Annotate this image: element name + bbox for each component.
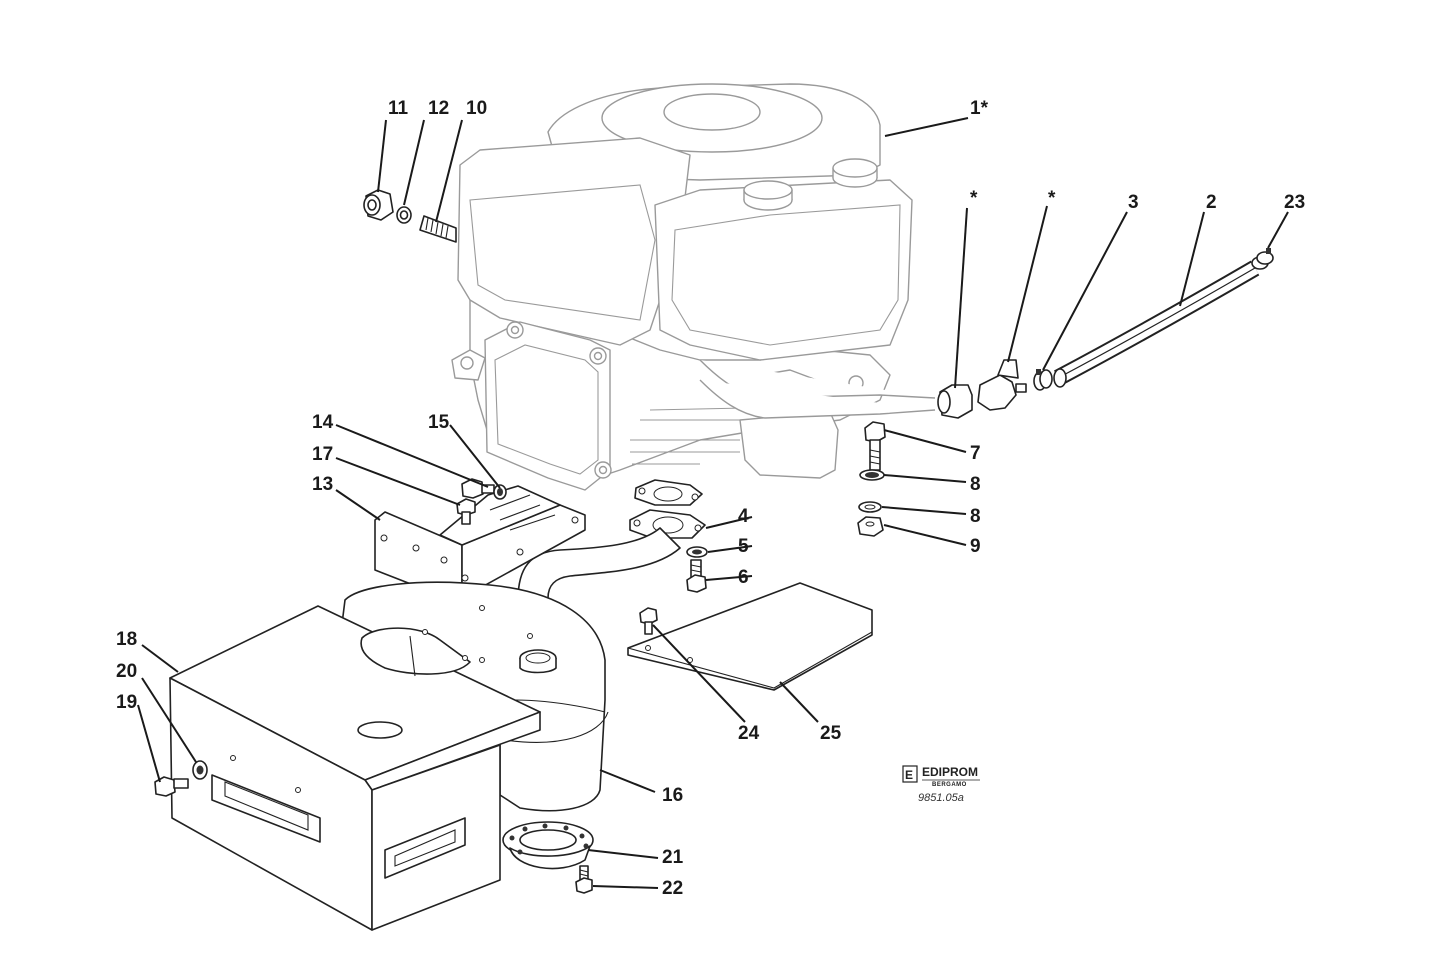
label-9: 9 — [970, 536, 981, 557]
label-1: 1* — [970, 98, 989, 119]
label-18: 18 — [116, 629, 137, 650]
drain-plug-set — [363, 189, 457, 243]
label-23: 23 — [1284, 192, 1305, 213]
nut-9 — [857, 516, 884, 537]
label-8a: 8 — [970, 474, 981, 495]
bolt-7 — [864, 421, 886, 471]
label-15: 15 — [428, 412, 450, 433]
label-3: 3 — [1128, 192, 1139, 213]
label-5: 5 — [738, 536, 749, 557]
label-7: 7 — [970, 443, 981, 464]
label-13: 13 — [312, 474, 333, 495]
label-8b: 8 — [970, 506, 981, 527]
label-24: 24 — [738, 723, 760, 744]
tail-flange — [502, 821, 594, 870]
hose-clamp-3 — [1033, 369, 1053, 391]
muffler-bracket — [374, 485, 586, 601]
drawing-number: 9851.05a — [918, 792, 964, 804]
label-4: 4 — [738, 506, 749, 527]
label-11: 11 — [388, 98, 409, 119]
exhaust-flange — [629, 509, 706, 539]
part-number-labels: 1* 11 12 10 * * 3 2 23 7 8 8 9 14 15 17 … — [116, 98, 1305, 899]
label-25: 25 — [820, 723, 842, 744]
fuel-filter — [937, 384, 973, 419]
label-21: 21 — [662, 847, 684, 868]
screw-22 — [575, 865, 593, 894]
exhaust-gasket — [634, 479, 703, 506]
washer-8b — [858, 501, 882, 513]
label-star-a: * — [970, 188, 978, 209]
washer-5 — [686, 546, 708, 558]
engine-drawing — [451, 83, 936, 491]
label-22: 22 — [662, 878, 683, 899]
washer-15 — [493, 484, 507, 500]
washer-8a — [859, 469, 885, 481]
publisher-logo: E EDIPROM BERGAMO — [902, 765, 980, 788]
label-12: 12 — [428, 98, 449, 119]
label-6: 6 — [738, 567, 749, 588]
label-17: 17 — [312, 444, 333, 465]
label-14: 14 — [312, 412, 334, 433]
screw-17 — [456, 498, 476, 525]
heat-shield — [169, 605, 541, 931]
label-star-b: * — [1048, 188, 1056, 209]
leader-lines — [137, 117, 1289, 889]
label-2: 2 — [1206, 192, 1217, 213]
washer-20 — [192, 760, 208, 780]
fuel-hose — [1053, 260, 1260, 388]
label-19: 19 — [116, 692, 137, 713]
hose-clamp-23 — [1251, 248, 1274, 270]
bolt-6 — [686, 559, 707, 593]
label-10: 10 — [466, 98, 487, 119]
logo-city: BERGAMO — [932, 782, 967, 788]
logo-name: EDIPROM — [922, 765, 978, 779]
label-20: 20 — [116, 661, 137, 682]
label-16: 16 — [662, 785, 683, 806]
screw-24 — [639, 607, 658, 635]
fuel-shutoff-valve — [977, 359, 1027, 411]
logo-mark: E — [905, 768, 913, 782]
